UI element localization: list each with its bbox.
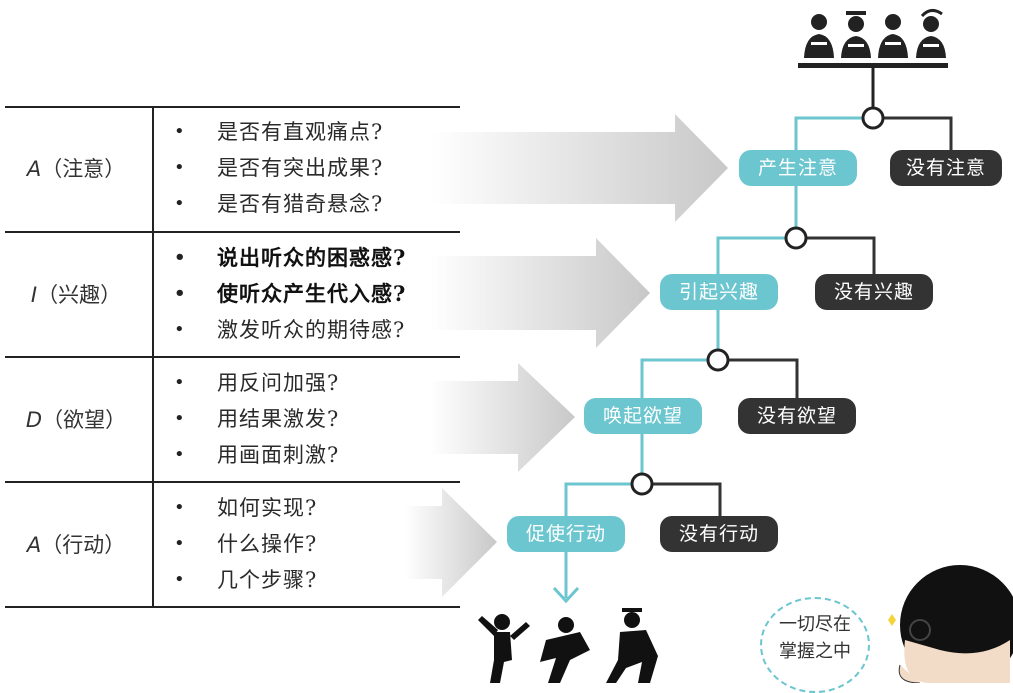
list-item: 几个步骤? [170, 562, 317, 598]
node-attention-yes: 产生注意 [739, 150, 857, 186]
node-interest-no: 没有兴趣 [815, 274, 933, 310]
table-rule-2 [5, 356, 460, 358]
list-item: 是否有直观痛点? [170, 114, 383, 150]
node-interest-yes: 引起兴趣 [660, 274, 778, 310]
list-item: 用画面刺激? [170, 437, 339, 473]
table-rule-1 [5, 231, 460, 233]
stage-label-interest: I（兴趣） [30, 283, 122, 307]
list-item: 激发听众的期待感? [170, 312, 406, 348]
list-item: 是否有猎奇悬念? [170, 186, 383, 222]
list-item: 使听众产生代入感? [170, 276, 406, 312]
list-item: 说出听众的困惑感? [170, 240, 406, 276]
node-action-yes: 促使行动 [507, 516, 625, 552]
audience-icon [804, 9, 946, 58]
interest-checklist: 说出听众的困惑感? 使听众产生代入感? 激发听众的期待感? [170, 240, 406, 348]
list-item: 是否有突出成果? [170, 150, 383, 186]
table-top-rule [5, 106, 460, 108]
table-bottom-rule [5, 606, 460, 608]
stage-label-attention: A（注意） [26, 157, 126, 181]
table-divider [152, 106, 154, 608]
action-checklist: 如何实现? 什么操作? 几个步骤? [170, 490, 317, 598]
stage-label-desire: D（欲望） [25, 408, 127, 432]
gray-arrow-4 [405, 488, 497, 597]
bubble-line-1: 一切尽在 [779, 614, 851, 635]
gray-arrow-3 [430, 363, 575, 472]
running-people-icon [478, 608, 658, 683]
speech-bubble: 一切尽在 掌握之中 [760, 597, 870, 693]
thinking-person-icon [888, 565, 1013, 683]
list-item: 用结果激发? [170, 401, 339, 437]
node-desire-no: 没有欲望 [738, 398, 856, 434]
attention-checklist: 是否有直观痛点? 是否有突出成果? 是否有猎奇悬念? [170, 114, 383, 222]
gray-arrow-2 [430, 238, 650, 348]
node-attention-no: 没有注意 [890, 150, 1002, 186]
desire-checklist: 用反问加强? 用结果激发? 用画面刺激? [170, 365, 339, 473]
gray-arrow-1 [430, 114, 728, 222]
table-rule-3 [5, 481, 460, 483]
node-desire-yes: 唤起欲望 [584, 398, 702, 434]
list-item: 什么操作? [170, 526, 317, 562]
bubble-line-2: 掌握之中 [779, 641, 851, 662]
audience-base [798, 63, 948, 68]
list-item: 如何实现? [170, 490, 317, 526]
list-item: 用反问加强? [170, 365, 339, 401]
stage-label-action: A（行动） [26, 533, 126, 557]
node-action-no: 没有行动 [660, 516, 778, 552]
